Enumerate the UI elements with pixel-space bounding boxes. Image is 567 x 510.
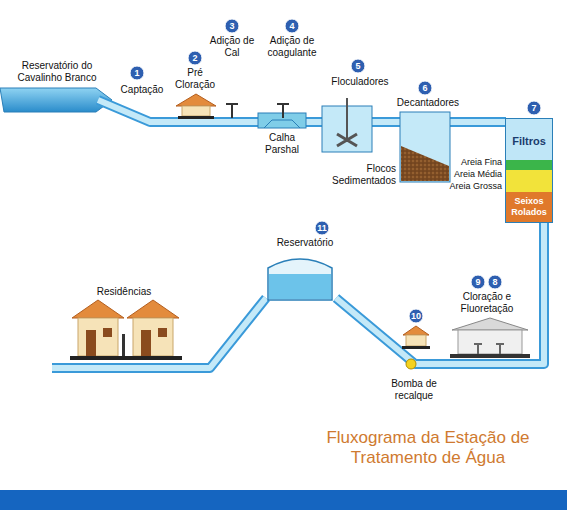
callout-number: 8 bbox=[485, 276, 505, 288]
house-door bbox=[86, 330, 96, 356]
post bbox=[122, 334, 125, 356]
house-base bbox=[178, 116, 214, 119]
valve bbox=[277, 103, 289, 105]
callout-circles bbox=[130, 19, 541, 323]
stage-label: Reservatório bbox=[265, 237, 345, 249]
stage-label: Captação bbox=[112, 84, 172, 96]
callout-number: 4 bbox=[282, 20, 302, 32]
stage-label: Calha Parshal bbox=[257, 132, 307, 156]
stage-label: Residências bbox=[84, 286, 164, 298]
mixer-shaft bbox=[346, 98, 348, 142]
filter-title: Filtros bbox=[506, 119, 552, 160]
sediment bbox=[401, 146, 449, 181]
valve bbox=[226, 103, 238, 105]
house-base bbox=[402, 346, 430, 349]
house-window bbox=[158, 328, 167, 337]
diagram-title: Fluxograma da Estação de Tratamento de Á… bbox=[299, 428, 557, 468]
stage-label: Areia Média bbox=[446, 169, 502, 180]
callout-number: 3 bbox=[222, 20, 242, 32]
callout-number: 10 bbox=[406, 310, 426, 322]
stage-label: Areia Fina bbox=[446, 157, 502, 168]
house-wall bbox=[458, 330, 522, 354]
parshal-throat bbox=[264, 120, 300, 128]
reservoir-water bbox=[269, 274, 331, 299]
stage-label: Decantadores bbox=[390, 97, 466, 109]
stage-label: Floculadores bbox=[323, 76, 397, 88]
sand-layers bbox=[506, 170, 552, 192]
stage-label: Adição de coagulante bbox=[260, 35, 324, 59]
stage-label: Adição de Cal bbox=[206, 35, 258, 59]
callout-number: 5 bbox=[348, 60, 368, 72]
callout-number: 6 bbox=[415, 82, 435, 94]
callout-number: 2 bbox=[185, 52, 205, 64]
stage-label: Reservatório do Cavalinho Branco bbox=[2, 60, 112, 84]
stage-label: Areia Grossa bbox=[446, 181, 502, 192]
source-reservoir bbox=[0, 88, 112, 112]
house-door bbox=[141, 330, 151, 356]
pipe-inner bbox=[336, 222, 544, 364]
gravel-text: Seixos Rolados bbox=[508, 196, 550, 218]
filter-column: FiltrosSeixos Rolados bbox=[505, 118, 553, 223]
callout-number: 11 bbox=[312, 222, 332, 234]
stage-label: Pré Cloração bbox=[171, 67, 219, 91]
callout-number: 1 bbox=[127, 67, 147, 79]
house-base bbox=[70, 356, 182, 360]
house-wall bbox=[78, 318, 118, 356]
house-roof bbox=[176, 94, 216, 106]
pump bbox=[406, 359, 416, 369]
house-wall bbox=[133, 318, 173, 356]
callout-number: 7 bbox=[524, 102, 544, 114]
gravel-layer: Seixos Rolados bbox=[506, 192, 552, 222]
stage-label: Flocos Sedimentados bbox=[330, 163, 396, 187]
house-base bbox=[450, 354, 530, 358]
house-wall bbox=[182, 106, 210, 116]
dosing-pipes bbox=[474, 344, 504, 354]
decanter-tank bbox=[400, 112, 450, 182]
pipe bbox=[52, 298, 266, 368]
house-roof bbox=[127, 300, 179, 318]
house-window bbox=[103, 328, 112, 337]
fine-sand-layer bbox=[506, 160, 552, 170]
valve bbox=[231, 104, 233, 118]
footer-bar bbox=[0, 490, 567, 510]
house-roof bbox=[72, 300, 124, 318]
callout-number: 9 bbox=[468, 276, 488, 288]
valve bbox=[282, 104, 284, 118]
pipe-inner bbox=[52, 298, 266, 368]
house-roof bbox=[403, 326, 429, 335]
house-wall bbox=[406, 335, 426, 346]
pipe bbox=[336, 222, 544, 364]
mixer-blades bbox=[337, 134, 357, 146]
stage-label: Bomba de recalque bbox=[384, 378, 444, 402]
house-roof bbox=[452, 318, 528, 330]
reservoir-tank bbox=[268, 259, 332, 300]
stage-label: Cloração e Fluoretação bbox=[452, 291, 522, 315]
